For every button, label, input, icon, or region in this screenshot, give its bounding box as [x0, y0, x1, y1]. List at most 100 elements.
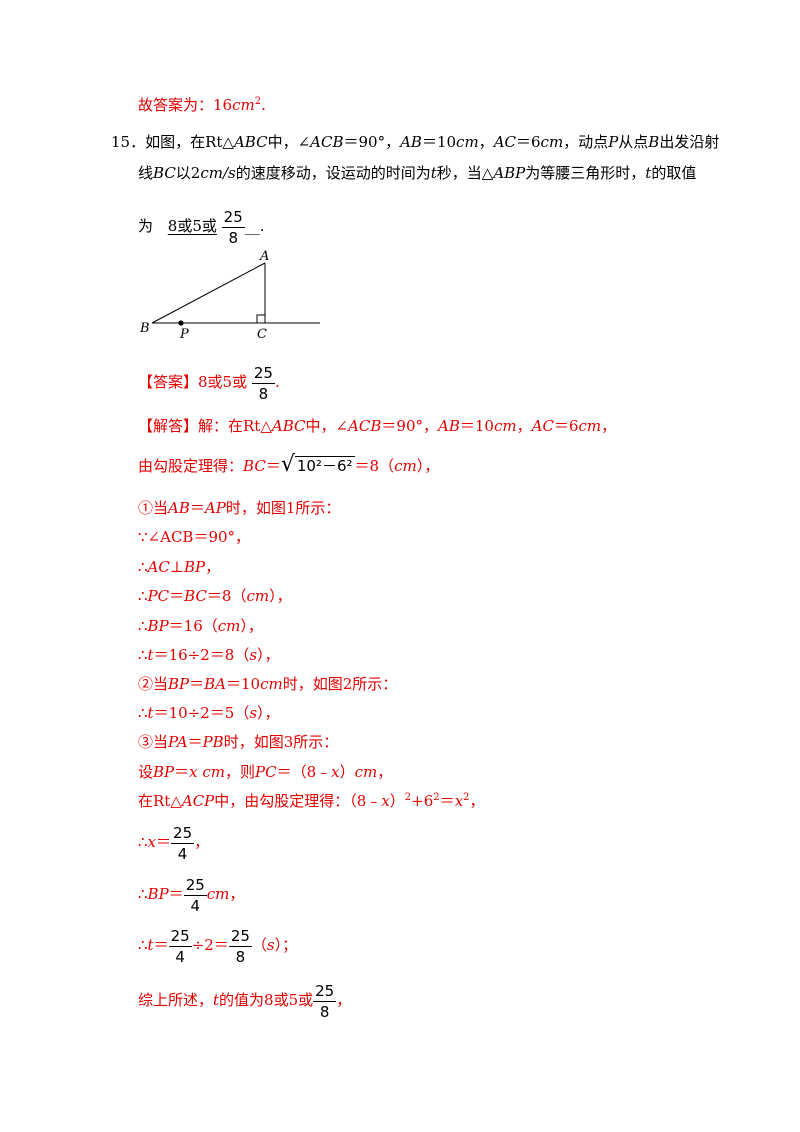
- text: ）: [389, 792, 405, 810]
- text: ），: [257, 646, 280, 664]
- text: 中，由勾股定理得：（8﹣: [214, 792, 382, 810]
- point-p: [178, 320, 184, 326]
- var: P: [608, 133, 619, 151]
- label-b: B: [140, 321, 150, 336]
- text: 以2: [175, 164, 201, 182]
- unit: cm: [246, 587, 270, 605]
- text: ＝: [439, 792, 455, 810]
- text: ＝（8﹣: [276, 763, 332, 781]
- text: ，: [194, 833, 210, 851]
- denominator: 8: [235, 947, 246, 966]
- text: +6: [411, 792, 434, 810]
- text: ÷2＝: [191, 936, 229, 954]
- text: __.: [244, 217, 265, 235]
- var: ABC: [233, 133, 268, 151]
- var: t: [213, 991, 220, 1009]
- text: ＝: [189, 675, 205, 693]
- text: 解：在Rt△: [198, 417, 272, 435]
- text: 在Rt△: [138, 792, 182, 810]
- text: ③当: [138, 733, 169, 751]
- var: ABC: [271, 417, 306, 435]
- var: AC: [531, 417, 554, 435]
- text: 综上所述，: [138, 991, 214, 1009]
- solution-line-6: ∴PC＝BC＝8（cm），: [138, 585, 292, 607]
- unit: cm: [206, 885, 230, 903]
- text: ①当: [138, 499, 169, 517]
- solution-line-7: ∴BP＝16（cm），: [138, 615, 263, 637]
- text: ∴: [138, 587, 148, 605]
- unit: s: [266, 936, 275, 954]
- var: AB: [400, 133, 422, 151]
- text: 出发沿射: [659, 133, 720, 151]
- text: ∴: [138, 885, 148, 903]
- var: x: [454, 792, 464, 810]
- var: PB: [202, 733, 224, 751]
- var: t: [430, 164, 437, 182]
- text: ，: [377, 763, 393, 781]
- text: ＝16÷2＝8（: [153, 646, 250, 664]
- var: BA: [204, 675, 227, 693]
- unit: cm: [354, 763, 378, 781]
- unit: cm: [217, 617, 241, 635]
- text: ），: [257, 704, 280, 722]
- text: ＝: [174, 763, 190, 781]
- text: 8或5或: [198, 373, 248, 391]
- text: ，则: [225, 763, 256, 781]
- var: ACB: [310, 133, 344, 151]
- numerator: 25: [223, 207, 243, 226]
- text: ，: [229, 885, 245, 903]
- text: ＝90°，: [343, 133, 401, 151]
- denominator: 4: [175, 947, 185, 966]
- text: ＝6: [553, 417, 579, 435]
- superscript: 2: [404, 792, 412, 803]
- fraction-bar: [251, 382, 275, 384]
- text: ＝90°，: [381, 417, 439, 435]
- unit: cm: [456, 133, 479, 151]
- text: ＝16（: [168, 617, 218, 635]
- text: ∴: [138, 646, 148, 664]
- text: ＝: [156, 833, 172, 851]
- unit: cm: [578, 417, 602, 435]
- label-p: P: [179, 327, 189, 342]
- numerator: 25: [315, 981, 335, 1000]
- var: x: [381, 792, 390, 810]
- text: ∴: [138, 617, 148, 635]
- solution-tag: 【解答】: [138, 417, 199, 435]
- radicand: 10²－6²: [294, 456, 355, 475]
- solution-line-13: 在Rt△ACP中，由勾股定理得：（8﹣x）2+62＝x2，: [138, 790, 485, 812]
- previous-answer-line: 故答案为：16cm2.: [138, 94, 266, 116]
- solution-line-1: 【解答】解：在Rt△ABC中，∠ACB＝90°，AB＝10cm，AC＝6cm，: [138, 415, 616, 437]
- fraction-bar: [221, 226, 245, 228]
- text: ），: [269, 587, 292, 605]
- solution-line-8: ∴t＝16÷2＝8（s），: [138, 644, 280, 666]
- denominator: 4: [190, 896, 200, 915]
- text: 故答案为：: [138, 96, 214, 114]
- unit: cm: [540, 133, 564, 151]
- unit: s: [249, 704, 258, 722]
- numerator: 25: [170, 926, 190, 945]
- numerator: 25: [173, 823, 193, 842]
- var: PA: [168, 733, 188, 751]
- text: ＝10: [421, 133, 457, 151]
- var: t: [147, 936, 154, 954]
- text: ）；: [274, 936, 298, 954]
- text: ，动点: [563, 133, 609, 151]
- denominator: 8: [319, 1002, 330, 1021]
- text: 16: [213, 96, 233, 114]
- unit: s: [249, 646, 258, 664]
- text: ＝: [169, 587, 185, 605]
- text: ，: [478, 133, 494, 151]
- text: ，: [601, 417, 617, 435]
- text: ∴: [138, 558, 148, 576]
- fraction-bar: [171, 842, 195, 844]
- question-15-line-1: 15．如图，在Rt△ABC中，∠ACB＝90°，AB＝10cm，AC＝6cm，动…: [111, 131, 719, 153]
- var: t: [147, 646, 154, 664]
